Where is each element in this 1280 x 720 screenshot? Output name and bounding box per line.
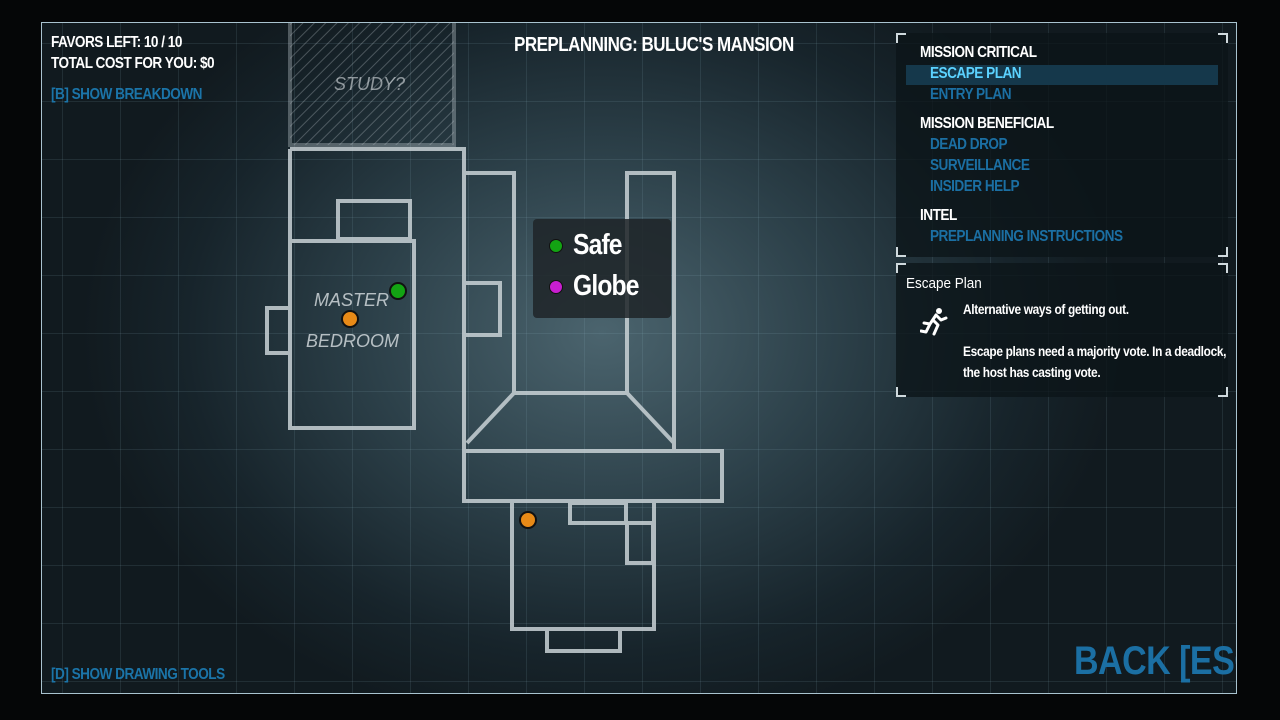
section-intel: INTEL [920, 207, 957, 224]
menu-item-label: ENTRY PLAN [930, 86, 1012, 103]
legend-label: Globe [573, 270, 639, 302]
legend-item-safe: Safe [549, 229, 630, 262]
total-cost: TOTAL COST FOR YOU: $0 [51, 55, 215, 72]
page-title: PREPLANNING: BULUC'S MANSION [514, 34, 794, 56]
room-label-bedroom: BEDROOM [306, 331, 399, 351]
floor-plan[interactable]: STUDY? MASTER BEDROOM [42, 23, 1237, 694]
section-mission-critical: MISSION CRITICAL [920, 44, 1037, 61]
legend-label: Safe [573, 229, 623, 261]
menu-item-label: INSIDER HELP [930, 178, 1020, 195]
legend-item-globe: Globe [549, 270, 650, 303]
back-button[interactable]: BACK [ESC] [1074, 639, 1236, 683]
preplanning-map-frame[interactable]: STUDY? MASTER BEDROOM FAVORS LEFT: 10 / … [41, 22, 1237, 694]
study-room [288, 23, 456, 147]
show-breakdown-button[interactable]: [B] SHOW BREAKDOWN [51, 86, 202, 103]
section-mission-beneficial: MISSION BENEFICIAL [920, 115, 1054, 132]
running-man-icon [920, 308, 948, 336]
show-drawing-tools-button[interactable]: [D] SHOW DRAWING TOOLS [51, 666, 225, 683]
menu-item-insider-help[interactable]: INSIDER HELP [906, 178, 1218, 198]
description-title: Escape Plan [906, 275, 982, 292]
orange-marker[interactable] [341, 310, 359, 328]
menu-item-label: DEAD DROP [930, 136, 1008, 153]
description-line2: Escape plans need a majority vote. In a … [963, 343, 1227, 380]
description-panel: Escape Plan Alternative ways of getting … [896, 263, 1228, 397]
menu-item-label: SURVEILLANCE [930, 157, 1030, 174]
menu-item-label: PREPLANNING INSTRUCTIONS [930, 228, 1123, 245]
menu-item-entry-plan[interactable]: ENTRY PLAN [906, 86, 1218, 106]
safe-dot-icon [549, 238, 563, 253]
preplanning-menu: MISSION CRITICAL ESCAPE PLAN ENTRY PLAN … [896, 33, 1228, 257]
room-label-master: MASTER [314, 290, 389, 310]
orange-marker[interactable] [519, 511, 537, 529]
menu-item-label: ESCAPE PLAN [930, 65, 1022, 82]
menu-item-surveillance[interactable]: SURVEILLANCE [906, 157, 1218, 177]
map-legend: Safe Globe [533, 219, 671, 318]
room-label-study: STUDY? [334, 74, 405, 94]
safe-marker[interactable] [389, 282, 407, 300]
favors-left: FAVORS LEFT: 10 / 10 [51, 34, 182, 51]
central-walls [290, 147, 724, 503]
menu-item-escape-plan[interactable]: ESCAPE PLAN [906, 65, 1218, 85]
menu-item-preplanning-instructions[interactable]: PREPLANNING INSTRUCTIONS [906, 228, 1218, 248]
description-line1: Alternative ways of getting out. [963, 301, 1129, 317]
menu-item-dead-drop[interactable]: DEAD DROP [906, 136, 1218, 156]
globe-dot-icon [549, 279, 563, 294]
